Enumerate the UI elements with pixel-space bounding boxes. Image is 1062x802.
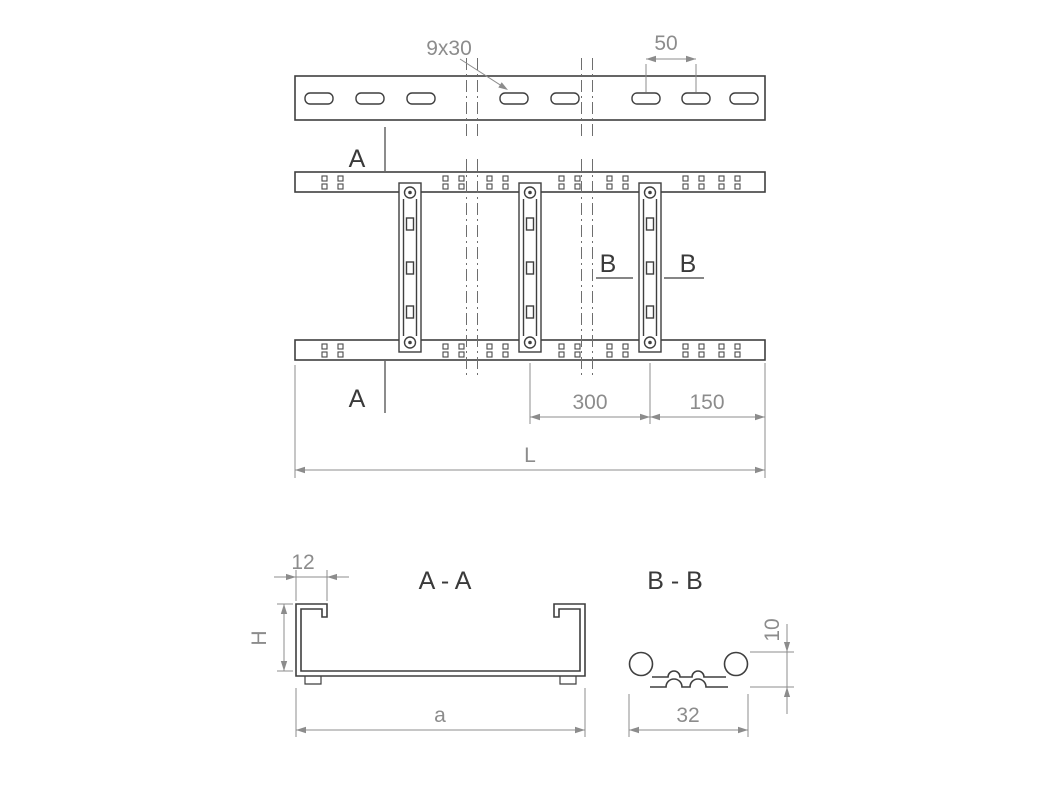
arrow-left-icon	[295, 466, 305, 474]
slot	[406, 92, 436, 105]
arrow-right-icon	[755, 466, 765, 474]
slot-size-label: 9x30	[426, 37, 472, 60]
slot	[729, 92, 759, 105]
dim-overall-length: L	[524, 444, 536, 467]
rung-profile-web-bottom	[650, 678, 728, 688]
leader-arrow-icon	[498, 82, 508, 90]
dim-profile-width: 32	[676, 704, 699, 727]
slot	[681, 92, 711, 105]
arrow-left-icon	[296, 726, 306, 734]
rail-holes	[606, 343, 629, 358]
section-bb-view: B - B 10 32	[628, 567, 794, 737]
rail-holes	[442, 175, 465, 190]
section-bb-title: B - B	[647, 567, 703, 595]
rail-outline	[294, 75, 766, 121]
arrow-right-icon	[286, 573, 296, 581]
rung-profile	[628, 651, 749, 688]
arrow-right-icon	[686, 55, 696, 63]
arrow-up-icon	[280, 604, 288, 614]
section-mark-b-right: B	[680, 250, 697, 278]
rail-holes	[321, 175, 344, 190]
dim-width-a: a	[434, 704, 446, 727]
rail-holes	[442, 343, 465, 358]
slot-pitch-dimension: 50	[645, 32, 697, 92]
slot	[304, 92, 334, 105]
arrow-left-icon	[327, 573, 337, 581]
rail-holes	[321, 343, 344, 358]
rail-holes	[558, 175, 581, 190]
arrow-left-icon	[650, 413, 660, 421]
lip-width-dimension: 12	[274, 551, 349, 601]
arrow-right-icon	[640, 413, 650, 421]
rung	[638, 182, 662, 353]
slot	[355, 92, 385, 105]
arrow-up-icon	[783, 687, 791, 697]
rung	[518, 182, 542, 353]
rail-profile	[295, 603, 586, 677]
section-mark-b-left: B	[600, 250, 617, 278]
end-distance-dimension: 150	[650, 363, 766, 478]
leader-line	[459, 58, 507, 90]
slot	[550, 92, 580, 105]
rail-holes	[558, 343, 581, 358]
arrow-right-icon	[755, 413, 765, 421]
slot	[631, 92, 661, 105]
arrow-down-icon	[280, 661, 288, 671]
profile-height-dimension: 10	[750, 618, 794, 714]
rail-holes	[718, 343, 741, 358]
height-dimension: H	[248, 603, 293, 672]
slot-pitch-value: 50	[654, 32, 677, 55]
arrow-left-icon	[530, 413, 540, 421]
dim-profile-height: 10	[761, 618, 784, 641]
dim-end-distance: 150	[689, 391, 724, 414]
dim-height: H	[248, 630, 271, 645]
rail-side-view: 9x30 50	[294, 32, 766, 136]
rail-holes	[486, 343, 509, 358]
dim-rung-spacing: 300	[572, 391, 607, 414]
section-aa-title: A - A	[419, 567, 472, 595]
rung-profile-curl-left	[628, 651, 654, 677]
rail-profile-foot-right	[559, 676, 577, 685]
dim-lip-width: 12	[291, 551, 314, 574]
ladder-plan-view: A A B B 300 150	[294, 127, 766, 478]
section-line-a: A A	[349, 127, 386, 413]
rung-spacing-dimension: 300	[529, 363, 651, 424]
overall-length-dimension: L	[294, 365, 765, 478]
arrow-down-icon	[783, 642, 791, 652]
section-line-b: B B	[596, 250, 704, 279]
rail-holes	[718, 175, 741, 190]
arrow-right-icon	[575, 726, 585, 734]
rail-profile-foot-left	[304, 676, 322, 685]
section-mark-a-bottom: A	[349, 385, 366, 413]
arrow-left-icon	[646, 55, 656, 63]
rail-holes	[682, 175, 705, 190]
profile-width-dimension: 32	[628, 694, 749, 737]
arrow-left-icon	[629, 726, 639, 734]
rung-profile-curl-right	[723, 651, 749, 677]
slot-size-callout: 9x30	[426, 37, 508, 90]
section-mark-a-top: A	[349, 145, 366, 173]
rung	[398, 182, 422, 353]
slot	[499, 92, 529, 105]
rail-holes	[486, 175, 509, 190]
rail-holes	[682, 343, 705, 358]
rung-profile-web-top	[652, 670, 726, 678]
section-aa-view: A - A 12 H a	[248, 551, 586, 737]
rail-holes	[606, 175, 629, 190]
width-a-dimension: a	[295, 688, 586, 737]
arrow-right-icon	[738, 726, 748, 734]
